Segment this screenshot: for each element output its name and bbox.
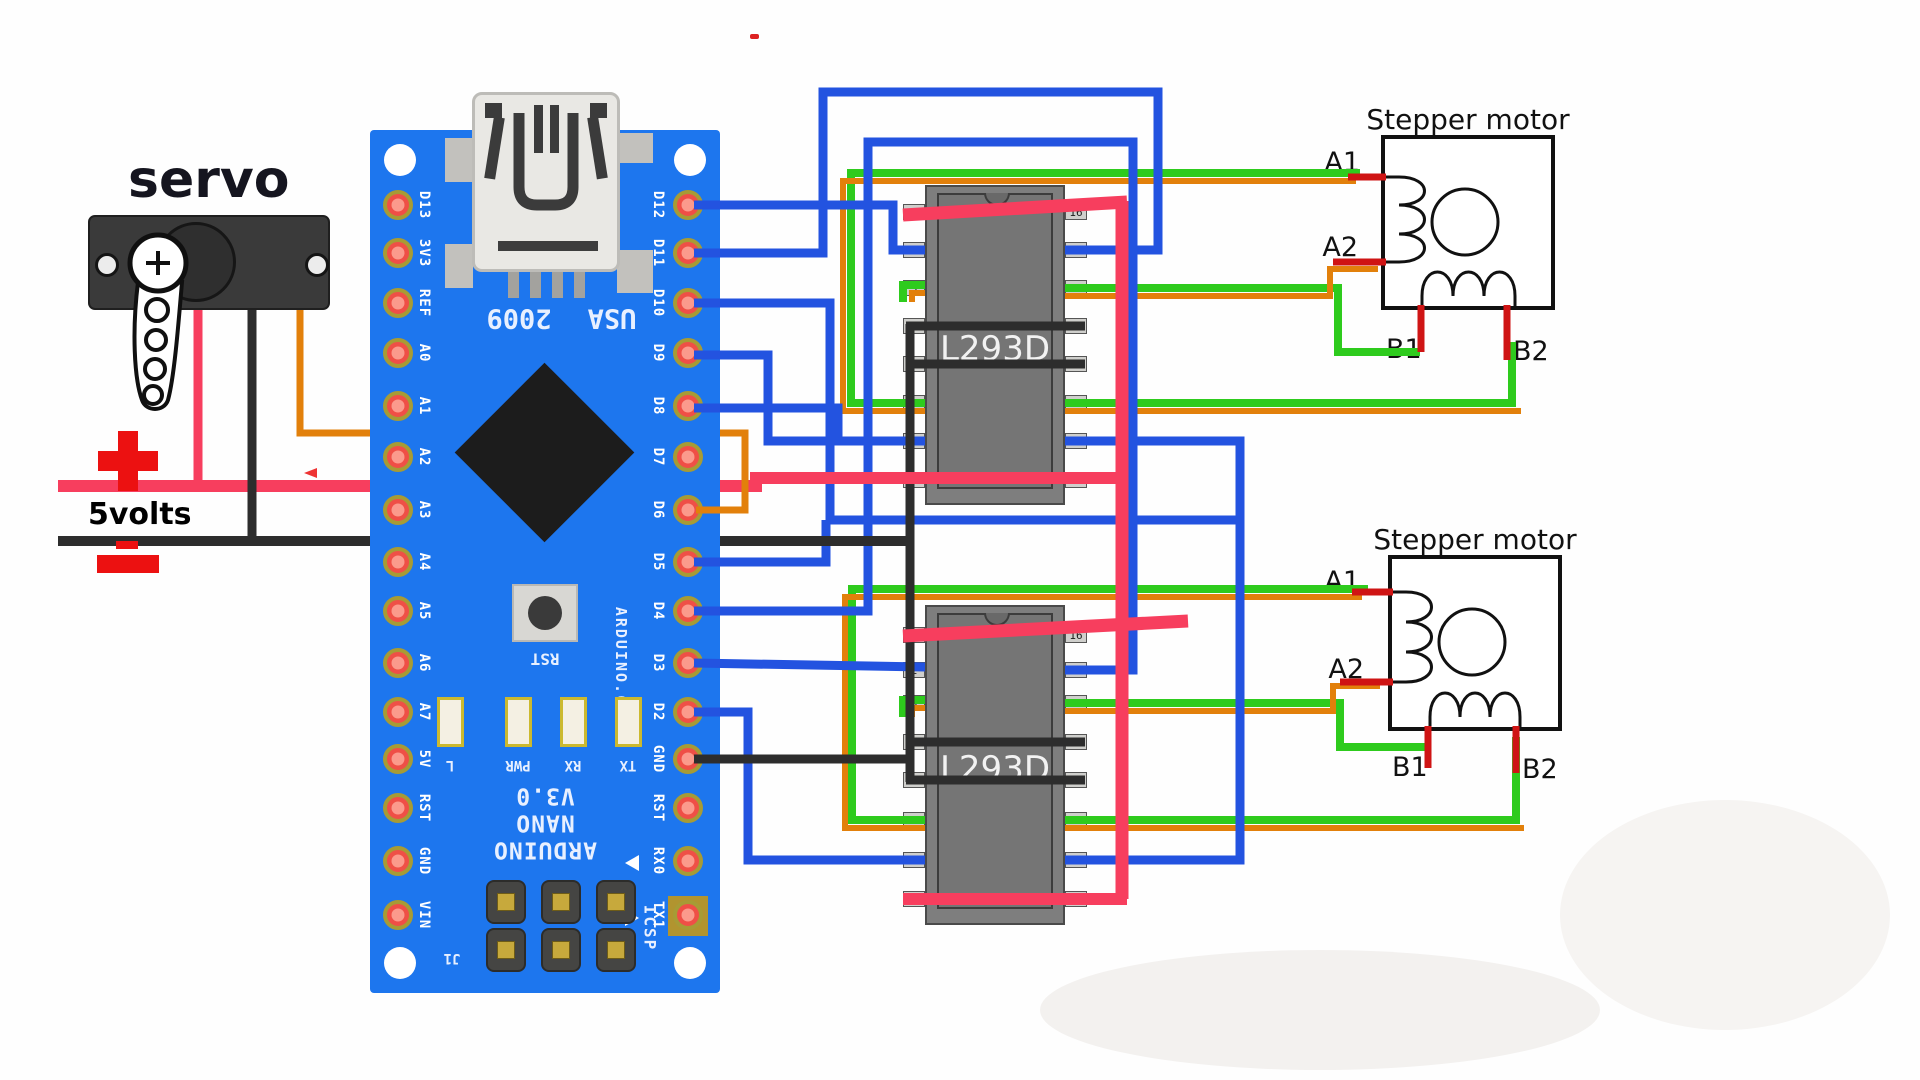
arduino-nano-board: 2009 USA RST ARDUINO.CC L PWR RX TX ARDU… [370, 92, 720, 993]
chip-package [937, 193, 1053, 489]
wire-d9-to-chip1 [694, 350, 925, 446]
wire-chip1-vcc-top [902, 195, 1128, 222]
supply-voltage-label: 5volts [88, 497, 192, 532]
usb-connector [445, 244, 473, 288]
usb-solder-bar [498, 241, 598, 251]
servo-horn-hole-icon [142, 384, 164, 406]
l293d-chip-2: L293D [925, 605, 1065, 925]
stray-mark [750, 34, 759, 39]
stepper2-coil-b-icon [1428, 691, 1522, 729]
wire-motor1-a2-orange [1065, 266, 1378, 299]
wire-d3-to-chip2 [693, 658, 926, 672]
wire-motor2-a1-orange [842, 594, 1362, 831]
stepper-motor-1: Stepper motor A1 A2 B1 B2 [1322, 103, 1570, 367]
rx-arrow-icon [625, 855, 639, 871]
icsp-header-pin [596, 928, 636, 972]
reset-button-cap[interactable] [528, 596, 562, 630]
wire-chip2-pin3-stub-green [899, 696, 925, 717]
stepper1-coil-b-icon [1420, 270, 1517, 308]
wire-d12-to-chip1 [694, 200, 925, 255]
usb-connector [617, 250, 653, 293]
stepper2-coil-a-icon [1390, 590, 1433, 684]
minus-symbol [116, 541, 138, 549]
wire-d11-to-chip1 [694, 87, 1163, 258]
stepper2-terminal-b2: B2 [1522, 754, 1558, 785]
led-rx [560, 697, 587, 747]
background-shadow [1040, 950, 1600, 1070]
stepper1-coil-a-icon [1383, 175, 1426, 264]
icsp-header-pin [541, 880, 581, 924]
stray-mark [304, 468, 317, 478]
led-pwr [505, 697, 532, 747]
stepper1-terminal-b2: B2 [1513, 336, 1549, 367]
servo-horn-hole-icon [144, 328, 168, 352]
wire-motor1-a1-green [847, 169, 1360, 407]
wire-chip1-pin3-stub-green [899, 281, 925, 302]
wire-servo-signal [696, 429, 749, 514]
mount-hole-icon [674, 947, 706, 979]
servo-mount-hole-icon [305, 253, 329, 277]
mount-hole-icon [384, 144, 416, 176]
chip-package [937, 613, 1053, 909]
wire-motor1-a2b1-green [1065, 284, 1420, 356]
plus-symbol [118, 431, 138, 491]
wire-5v-main [722, 472, 1126, 492]
usb-leg [574, 272, 585, 298]
servo-horn-hole-icon [144, 297, 170, 323]
reset-button[interactable] [512, 584, 578, 642]
stepper1-rotor-icon [1430, 187, 1500, 257]
wire-motor1-a1-orange [840, 178, 1356, 414]
usb-leg [530, 272, 541, 298]
wire-d5-branch [694, 520, 831, 567]
wire-motor2-a2-orange [1065, 683, 1380, 714]
l293d-chip-1: L293D [925, 185, 1065, 505]
minus-symbol [97, 555, 159, 573]
icsp-header-pin [486, 928, 526, 972]
wire-d2-to-chip2 [694, 707, 925, 865]
stepper2-rotor-icon [1437, 607, 1507, 677]
stepper2-title: Stepper motor [1373, 523, 1577, 556]
wire-d10-to-chip1 [694, 298, 1245, 525]
stepper-motor-2: Stepper motor A1 A2 B1 B2 [1324, 523, 1577, 785]
usb-connector [445, 138, 473, 182]
background-shadow [1560, 800, 1890, 1030]
servo-horn-hole-icon [143, 357, 167, 381]
servo-label: servo [128, 150, 290, 210]
led-tx [615, 697, 642, 747]
icsp-header-pin [486, 880, 526, 924]
usb-trident-icon [484, 103, 608, 211]
usb-connector [620, 133, 653, 163]
wire-motor2-a2b1-green [1065, 699, 1428, 751]
mount-hole-icon [674, 144, 706, 176]
stepper2-terminal-b1: B1 [1392, 752, 1428, 783]
wire-d8-to-chip1 [694, 403, 843, 441]
wire-motor2-a1-green [848, 585, 1368, 824]
icsp-header-pin [596, 880, 636, 924]
usb-leg [552, 272, 563, 298]
wire-motor1-b2-green [1065, 342, 1516, 407]
usb-leg [508, 272, 519, 298]
icsp-header-pin [541, 928, 581, 972]
mount-hole-icon [384, 947, 416, 979]
servo-mount-hole-icon [95, 253, 119, 277]
stepper1-terminal-a2: A2 [1322, 232, 1358, 263]
wire-chip2-vcc-top [902, 614, 1189, 643]
stepper1-title: Stepper motor [1366, 103, 1570, 136]
wire-chip1-pin3-stub-orange [909, 290, 925, 302]
led-l [437, 697, 464, 747]
